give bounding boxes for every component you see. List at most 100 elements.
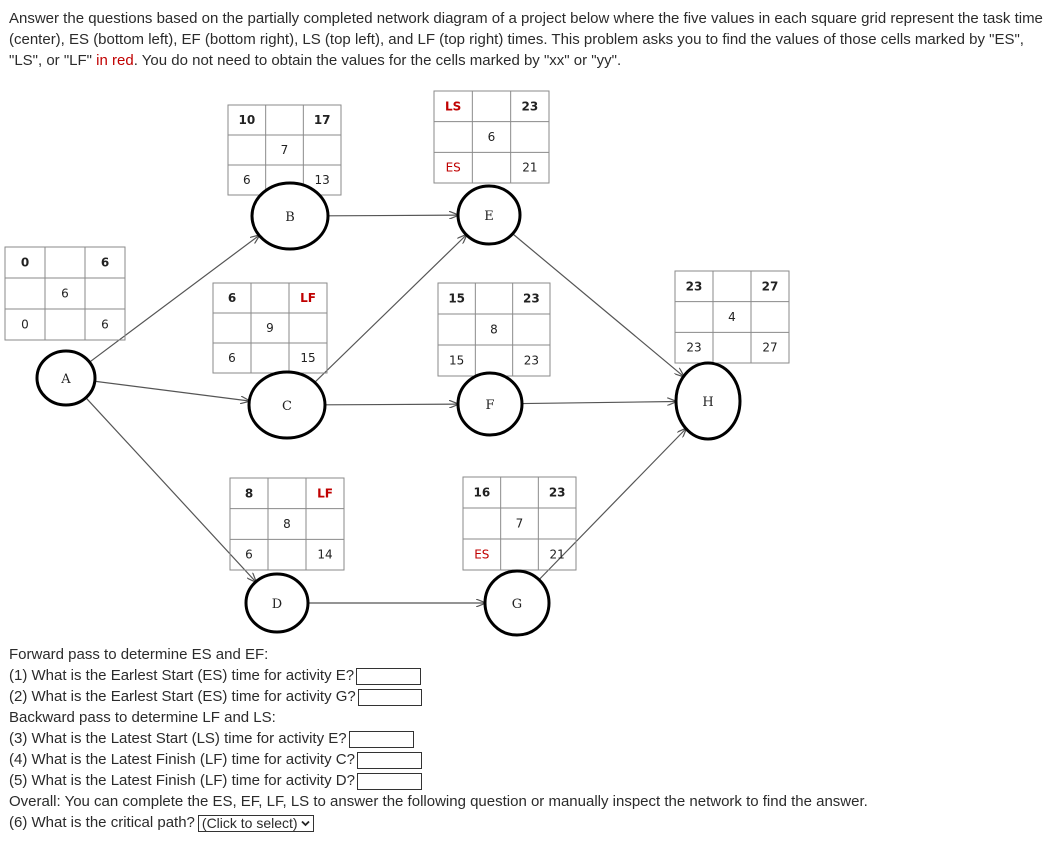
node-f: F [456, 371, 524, 437]
grid-b-lf: 17 [314, 113, 331, 127]
question-2-text: (2) What is the Earlest Start (ES) time … [9, 688, 356, 705]
grid-d: 8 LF 8 6 14 [229, 477, 345, 571]
grid-d-ls: 8 [245, 486, 253, 500]
grid-c-ls: 6 [228, 291, 236, 305]
edge-b-e [327, 215, 458, 216]
grid-f-ef: 23 [524, 354, 539, 368]
node-b-circle [250, 181, 330, 251]
edge-a-d [85, 397, 256, 582]
forward-pass-heading: Forward pass to determine ES and EF: [9, 646, 269, 663]
edge-a-b [89, 235, 259, 363]
node-g: G [483, 569, 551, 637]
question-4: (4) What is the Latest Finish (LF) time … [9, 749, 1049, 770]
node-b: B [250, 181, 330, 251]
instructions-red-text: in red [96, 52, 134, 69]
grid-a-ef: 6 [101, 318, 109, 332]
grid-e-lf: 23 [521, 99, 538, 113]
grid-b-ls: 10 [238, 113, 255, 127]
grid-c-lf: LF [300, 291, 316, 305]
grid-d-lf: LF [317, 486, 333, 500]
grid-g-lf: 23 [549, 486, 566, 500]
node-h-label: H [702, 395, 713, 410]
instructions-part2: . You do not need to obtain the values f… [133, 52, 622, 69]
grid-e-ls: LS [445, 99, 461, 113]
node-e: E [456, 184, 522, 246]
question-5: (5) What is the Latest Finish (LF) time … [9, 770, 1049, 791]
node-f-label: F [485, 398, 494, 413]
edge-a-c [94, 380, 249, 401]
node-a-circle [35, 349, 97, 407]
node-c-circle [247, 370, 327, 440]
node-a: A [35, 349, 97, 407]
grid-h: 23 27 4 23 27 [674, 270, 790, 364]
grid-h-lf: 27 [762, 279, 779, 293]
grid-a-border [4, 246, 126, 341]
question-3-text: (3) What is the Latest Start (LS) time f… [9, 730, 347, 747]
question-5-text: (5) What is the Latest Finish (LF) time … [9, 772, 355, 789]
grid-d-t: 8 [283, 517, 291, 531]
answer-5-input[interactable] [356, 772, 422, 790]
edge-c-f [324, 404, 458, 405]
node-c: C [247, 370, 327, 440]
grid-c-es: 6 [228, 351, 236, 365]
grid-a-es: 0 [21, 318, 29, 332]
node-a-label: A [60, 372, 71, 387]
grid-h-es: 23 [686, 341, 701, 355]
grid-b-es: 6 [243, 173, 251, 187]
instructions: Answer the questions based on the partia… [9, 8, 1049, 71]
grid-g-ef: 21 [550, 548, 565, 562]
grid-e-border [433, 90, 550, 184]
grid-g-t: 7 [516, 517, 524, 531]
edge-e-h [512, 233, 684, 377]
question-1: (1) What is the Earlest Start (ES) time … [9, 665, 1049, 686]
answer-2-input[interactable] [357, 688, 422, 706]
critical-path-select-label: (Click to select) [201, 814, 298, 831]
question-3: (3) What is the Latest Start (LS) time f… [9, 728, 1049, 749]
node-g-label: G [512, 597, 522, 612]
node-e-label: E [484, 209, 494, 224]
grid-a-ls: 0 [21, 256, 29, 270]
grid-c: 6 LF 9 6 15 [212, 282, 328, 374]
grid-d-es: 6 [245, 548, 253, 562]
node-d: D [244, 572, 310, 634]
node-d-label: D [272, 597, 282, 612]
backward-pass-heading: Backward pass to determine LF and LS: [9, 709, 276, 726]
grid-c-border [212, 282, 328, 374]
grid-f-t: 8 [490, 323, 498, 337]
chevron-down-icon [301, 821, 311, 827]
node-e-circle [456, 184, 522, 246]
grid-a-t: 6 [61, 287, 69, 301]
grid-f-lf: 23 [523, 292, 540, 306]
answer-3-input[interactable] [348, 730, 414, 748]
grid-b: 10 17 7 6 13 [227, 104, 342, 196]
grid-f-es: 15 [449, 354, 464, 368]
question-6: (6) What is the critical path?(Click to … [9, 812, 1049, 833]
node-h-circle [674, 361, 742, 441]
questions-section: Forward pass to determine ES and EF: (1)… [9, 644, 1049, 833]
overall-text: Overall: You can complete the ES, EF, LF… [9, 793, 868, 810]
critical-path-select[interactable]: (Click to select) [197, 814, 315, 832]
grid-h-ls: 23 [686, 279, 703, 293]
grid-c-ef: 15 [300, 351, 315, 365]
node-h: H [674, 361, 742, 441]
answer-1-input[interactable] [356, 667, 422, 685]
node-d-circle [244, 572, 310, 634]
node-f-circle [456, 371, 524, 437]
grid-b-ef: 13 [315, 173, 330, 187]
grid-h-ef: 27 [762, 341, 777, 355]
grid-g-ls: 16 [473, 486, 490, 500]
instructions-part1: Answer the questions based on the partia… [9, 10, 1043, 69]
grid-d-ef: 14 [317, 548, 332, 562]
grid-h-t: 4 [728, 310, 736, 324]
grid-e-es: ES [446, 161, 461, 175]
node-c-label: C [282, 399, 292, 414]
answer-4-input[interactable] [356, 751, 422, 769]
question-1-text: (1) What is the Earlest Start (ES) time … [9, 667, 355, 684]
grid-c-t: 9 [266, 321, 274, 335]
grid-b-t: 7 [281, 143, 289, 157]
question-2: (2) What is the Earlest Start (ES) time … [9, 686, 1049, 707]
